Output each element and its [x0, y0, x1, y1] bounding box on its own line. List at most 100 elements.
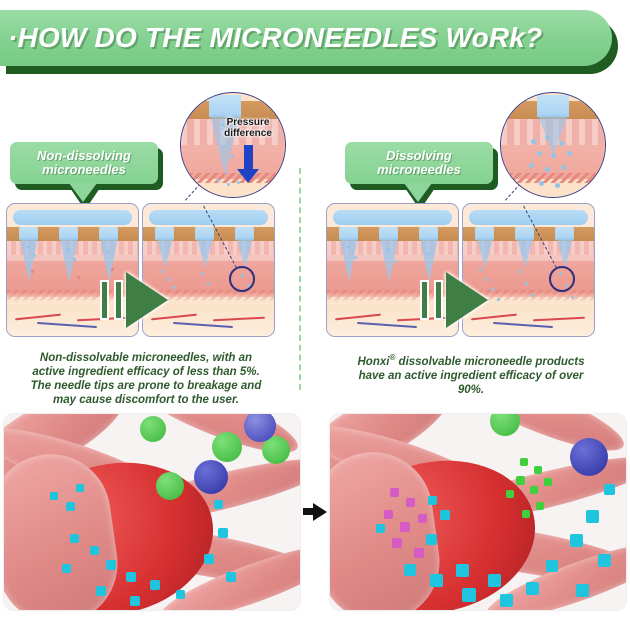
granule — [231, 155, 234, 158]
particle-cube — [96, 586, 106, 596]
microneedle-cone-dissolving — [477, 238, 493, 268]
particle-cube-magenta — [384, 510, 393, 519]
caption-line: may cause discomfort to the user. — [53, 394, 239, 406]
particle-cube-magenta — [418, 514, 427, 523]
section-divider — [299, 168, 301, 390]
bubble-text-line1: Dissolving — [386, 148, 452, 163]
particle-cube — [604, 484, 615, 495]
arrow-head — [126, 272, 168, 328]
particle-cube — [456, 564, 469, 577]
needle-cap — [419, 227, 438, 240]
particle-cube — [226, 572, 236, 582]
skin-panel-left-before — [6, 203, 139, 337]
patch-backing — [13, 210, 132, 225]
granule — [27, 246, 30, 249]
microneedle-cone-dissolving — [557, 238, 573, 268]
particle-cube-green — [506, 490, 514, 498]
particle-sphere-green — [262, 436, 290, 464]
particle-cube — [404, 564, 416, 576]
bubble-text: Dissolving microneedles — [377, 149, 461, 177]
arrow-head — [446, 272, 488, 328]
particle-cube — [66, 502, 75, 511]
page-title: ·HOW DO THE MICRONEEDLES WoRk? — [8, 22, 543, 53]
microneedle-cone-broken — [157, 238, 173, 268]
particle-cube-green — [534, 466, 542, 474]
arrow-bar — [100, 280, 109, 320]
particle-cube — [570, 534, 583, 547]
needle-cap — [555, 227, 574, 240]
photo-before-absorption — [4, 414, 300, 610]
needle-cap — [515, 227, 534, 240]
particle-cube — [70, 534, 79, 543]
granule — [567, 151, 572, 156]
needle-cap — [99, 227, 118, 240]
particle-cube — [500, 594, 513, 607]
granule — [497, 298, 500, 301]
caption-line-rest: dissolvable microneedle products — [395, 355, 585, 368]
particle-cube — [546, 560, 558, 572]
dermis-speckle — [77, 276, 80, 279]
particle-cube — [586, 510, 599, 523]
particle-cube — [50, 492, 58, 500]
microneedle-cone-broken — [197, 238, 213, 268]
particle-cube — [62, 564, 71, 573]
microneedle-cone — [420, 238, 438, 282]
granule — [555, 183, 560, 188]
particle-cube-green — [530, 486, 538, 494]
granule — [571, 296, 574, 299]
particle-cube — [428, 496, 437, 505]
caption-line: The needle tips are prone to breakage an… — [30, 380, 262, 392]
particle-cube-magenta — [400, 522, 410, 532]
particle-sphere-green — [156, 472, 184, 500]
needle-cap — [379, 227, 398, 240]
granule — [551, 153, 556, 158]
granule — [387, 248, 390, 251]
needle-cap — [155, 227, 174, 240]
needle-cap — [19, 227, 38, 240]
granule — [537, 151, 542, 156]
needle-cap — [209, 95, 241, 117]
granule — [217, 179, 220, 182]
needle-cap — [475, 227, 494, 240]
particle-cube — [90, 546, 99, 555]
particle-sphere-green — [140, 416, 166, 442]
particle-cube-magenta — [392, 538, 402, 548]
granule — [561, 165, 566, 170]
granule — [545, 167, 550, 172]
granule — [427, 252, 430, 255]
particle-cube-magenta — [406, 498, 415, 507]
particle-cube — [598, 554, 611, 567]
junction-fade — [463, 292, 594, 306]
particle-cube — [214, 500, 223, 509]
bubble-tail — [69, 183, 97, 202]
arrow-bar — [114, 280, 123, 320]
bubble-text: Non-dissolving microneedles — [37, 149, 131, 177]
granule — [545, 135, 550, 140]
particle-cube — [126, 572, 136, 582]
subcutaneous-layer — [181, 183, 285, 197]
microneedle-cone-dissolving — [538, 115, 568, 155]
particle-cube — [426, 534, 437, 545]
pressure-difference-label: Pressure difference — [217, 117, 279, 139]
header-banner-body: ·HOW DO THE MICRONEEDLES WoRk? — [0, 10, 612, 66]
needle-cap — [59, 227, 78, 240]
patch-backing — [469, 210, 588, 225]
dermis-speckle — [31, 270, 34, 273]
particle-cube-green — [520, 458, 528, 466]
granule — [161, 270, 164, 273]
magnifier-inset-right — [500, 92, 606, 198]
particle-cube — [176, 590, 185, 599]
needle-cap — [195, 227, 214, 240]
caption-line: active ingredient efficacy of less than … — [32, 366, 260, 378]
granule — [73, 258, 76, 261]
needle-cap — [235, 227, 254, 240]
flow-arrow-tail — [303, 508, 313, 515]
particle-cube — [218, 528, 228, 538]
granule — [347, 246, 350, 249]
particle-cube-green — [522, 510, 530, 518]
arrow-bar — [420, 280, 429, 320]
particle-cube — [376, 524, 385, 533]
caption-line: 90%. — [457, 383, 485, 396]
magnifier-inset-left: Pressure difference — [180, 92, 286, 198]
